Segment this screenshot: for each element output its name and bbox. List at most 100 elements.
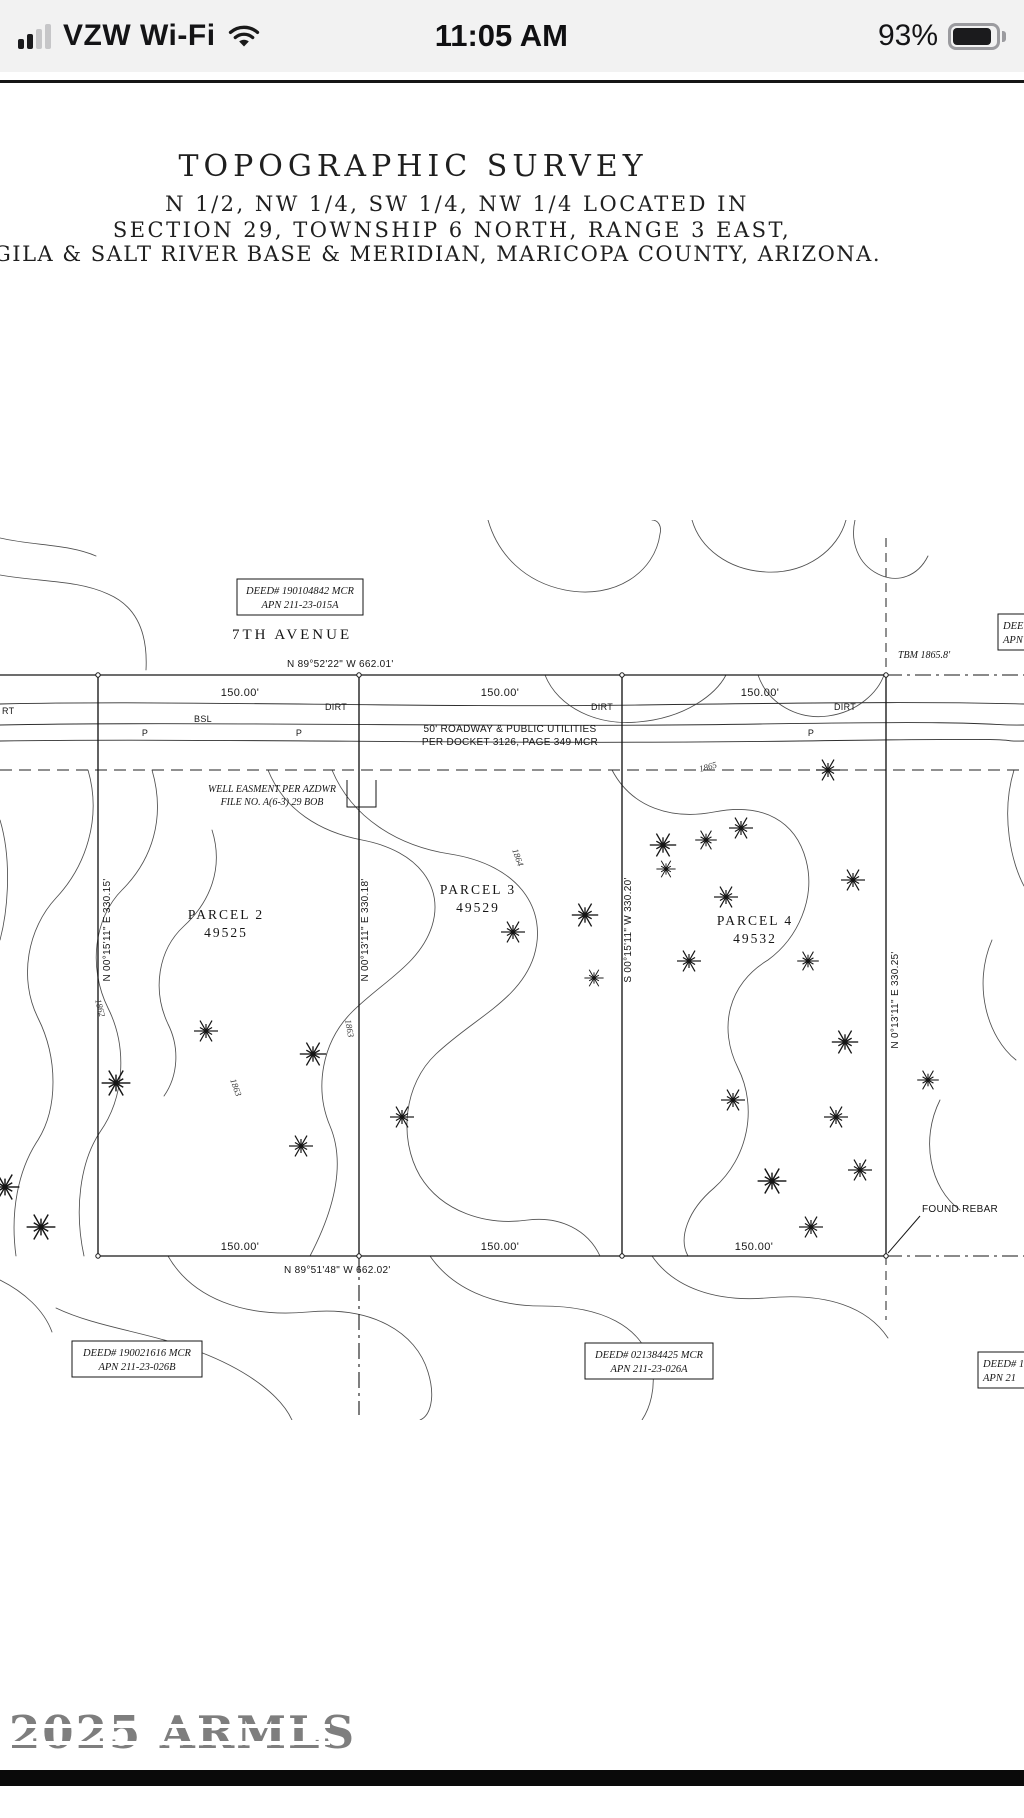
contour-line <box>78 769 158 1257</box>
corner-monument <box>356 1253 362 1259</box>
pole-label-2: P <box>296 728 302 738</box>
contour-line <box>487 520 661 593</box>
roadway-note-line1: 50' ROADWAY & PUBLIC UTILITIES <box>424 724 597 735</box>
battery-percent: 93% <box>877 19 938 52</box>
deed-right-top-line1: DEE <box>1002 621 1024 632</box>
contour-line <box>651 1255 889 1339</box>
dim-top-2: 150.00' <box>481 687 520 699</box>
clock: 11:05 AM <box>434 18 568 53</box>
survey-title-block: TOPOGRAPHIC SURVEY N 1/2, NW 1/4, SW 1/4… <box>0 0 1024 300</box>
contour-line <box>982 939 1017 1061</box>
tree-symbol <box>571 902 599 928</box>
contour-line <box>929 1099 961 1211</box>
roadway-note-line2: PER DOCKET 3126, PAGE 349 MCR <box>422 737 598 748</box>
tree-symbol <box>100 1069 132 1097</box>
annotations: 7TH AVENUE N 89°52'22" W 662.01' TBM 186… <box>2 627 998 1276</box>
deed-bottom-mid-line1: DEED# 021384425 MCR <box>594 1350 703 1361</box>
watermark-stripe <box>0 1724 330 1728</box>
tree-symbol <box>798 1216 824 1238</box>
pole-label-3: P <box>808 728 814 738</box>
road-lines <box>0 702 1024 771</box>
contour-line <box>853 520 929 579</box>
tree-symbol <box>649 832 677 858</box>
contour-elevation-label: 1865 <box>698 759 718 773</box>
contour-line <box>167 1255 433 1420</box>
dirt-label-3: DIRT <box>834 702 856 712</box>
contour-elevation-label: 1864 <box>510 847 526 868</box>
tree-symbol <box>796 951 820 971</box>
contour-line <box>1007 769 1024 887</box>
tree-symbol <box>847 1159 873 1181</box>
status-bar: VZW Wi-Fi 11:05 AM 93% <box>0 0 1024 72</box>
tree-symbol <box>583 969 605 987</box>
contour-line <box>429 1255 654 1420</box>
tree-symbol <box>815 759 841 781</box>
contour-line <box>0 537 97 557</box>
contour-lines <box>0 520 1024 1420</box>
found-rebar-leader <box>887 1215 921 1254</box>
tree-symbol <box>728 817 754 839</box>
survey-subtitle-3: GILA & SALT RIVER BASE & MERIDIAN, MARIC… <box>0 242 882 266</box>
contour-line <box>691 520 847 573</box>
tree-symbol <box>720 1089 746 1111</box>
deed-box-right-top <box>997 613 1024 651</box>
street-label: 7TH AVENUE <box>232 627 352 643</box>
tree-symbol <box>694 830 718 850</box>
dim-bottom-2: 150.00' <box>481 1241 520 1253</box>
road-bsl-line <box>0 722 1024 726</box>
survey-drawing: DEED# 190104842 MCR APN 211-23-015A DEE … <box>0 520 1024 1420</box>
north-bearing-label: N 89°52'22" W 662.01' <box>287 659 394 670</box>
dim-top-3: 150.00' <box>741 687 780 699</box>
survey-subtitle-2: SECTION 29, TOWNSHIP 6 NORTH, RANGE 3 EA… <box>112 218 792 242</box>
deed-box-bottom-left <box>71 1340 203 1378</box>
contour-line <box>267 769 436 1257</box>
tree-symbol <box>676 950 702 972</box>
corner-monument <box>356 672 362 678</box>
page-top-rule <box>0 80 1024 83</box>
corner-monument <box>95 672 101 678</box>
contour-elevation-label: 1862 <box>93 998 107 1018</box>
well-easement-bracket <box>346 780 377 808</box>
parcel-2-number: 49525 <box>204 925 248 940</box>
well-note-line1: WELL EASMENT PER AZDWR <box>208 784 336 795</box>
contour-line <box>0 1279 53 1333</box>
parcel-boundary <box>0 538 1024 1415</box>
contour-line <box>13 769 94 1257</box>
corner-monument <box>619 672 625 678</box>
deed-bottom-left-line2: APN 211-23-026B <box>97 1362 176 1373</box>
deed-box-top <box>236 578 364 616</box>
tree-symbol <box>823 1106 849 1128</box>
contour-line <box>331 769 601 1257</box>
parcel-3-number: 49529 <box>456 900 500 915</box>
deed-boxes: DEED# 190104842 MCR APN 211-23-015A DEE … <box>71 578 1024 1389</box>
tree-symbol <box>25 1213 57 1241</box>
dim-bottom-3: 150.00' <box>735 1241 774 1253</box>
parcel-3-name: PARCEL 3 <box>440 882 516 897</box>
carrier-label: VZW Wi-Fi <box>63 19 216 52</box>
tree-symbol <box>288 1135 314 1157</box>
dirt-label-1: DIRT <box>325 702 347 712</box>
armls-watermark: 2025 ARMLS <box>9 1706 357 1759</box>
road-edge-line <box>0 738 1024 743</box>
pole-label-1: P <box>142 728 148 738</box>
well-note-line2: FILE NO. A(6-3) 29 BOB <box>220 797 324 808</box>
deed-bottom-right-line2: APN 21 <box>982 1373 1016 1384</box>
tree-symbol <box>500 921 526 943</box>
parcel-3-side-bearing: N 00°13'11" E 330.18' <box>360 878 371 981</box>
parcel-4-name: PARCEL 4 <box>717 913 793 928</box>
deed-bottom-right-line1: DEED# 1 <box>982 1359 1024 1370</box>
tree-symbol <box>916 1070 940 1090</box>
rt-label: RT <box>2 706 15 716</box>
corner-monument <box>883 672 889 678</box>
wifi-icon <box>228 25 259 47</box>
deed-right-top-line2: APN <box>1002 635 1024 646</box>
cellular-signal-icon <box>18 23 51 49</box>
dim-top-1: 150.00' <box>221 687 260 699</box>
contour-line <box>0 574 147 671</box>
deed-top-line1: DEED# 190104842 MCR <box>245 586 354 597</box>
contour-elevation-label: 1863 <box>228 1077 244 1098</box>
corner-monument <box>619 1253 625 1259</box>
contour-elevation-label: 1863 <box>343 1019 356 1039</box>
contour-line <box>544 674 727 723</box>
contour-line <box>611 769 810 1257</box>
